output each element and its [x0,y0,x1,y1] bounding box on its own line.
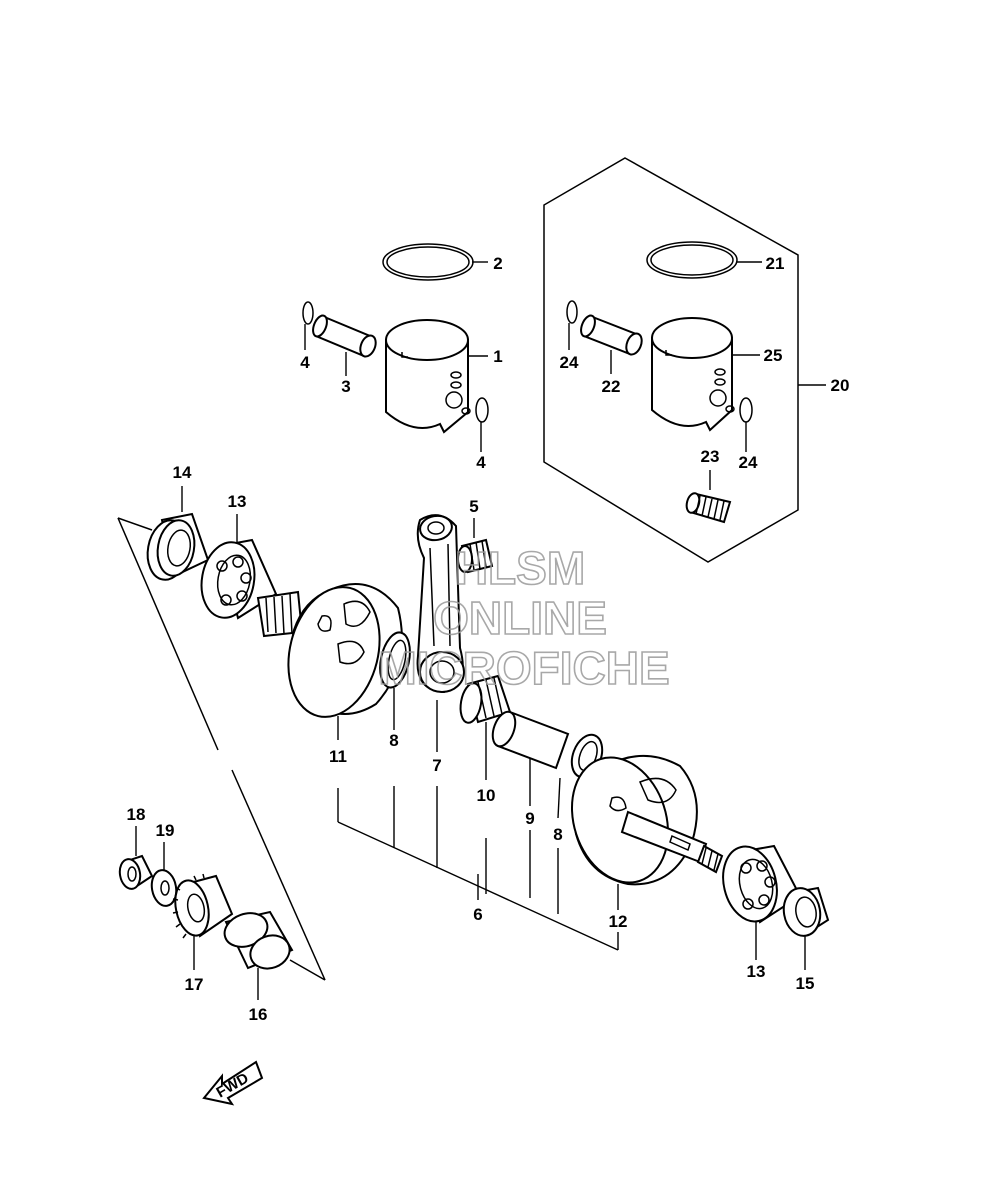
callout-12: 12 [609,912,628,931]
callout-8: 8 [553,825,562,844]
circlip [566,300,578,324]
callout-16: 16 [249,1005,268,1024]
callout-19: 19 [156,821,175,840]
callout-21: 21 [766,254,785,273]
piston-pin [312,314,377,358]
forward-direction-arrow: FWD [202,1060,264,1106]
connecting-rod [416,514,465,694]
nut [118,854,154,890]
watermark-line3: MICROFICHE [378,642,669,694]
needle-bearing [685,492,732,524]
oil-seal [782,886,830,937]
crank-half-right [570,755,724,886]
callout-3: 3 [341,377,350,396]
callout-11: 11 [329,747,347,766]
callout-13: 13 [228,492,247,511]
callout-10: 10 [477,786,496,805]
callout-22: 22 [602,377,621,396]
callout-14: 14 [173,463,192,482]
callout-25: 25 [764,346,783,365]
watermark-line1: HLSM [455,542,585,594]
callout-labels: 2 1 4 3 4 21 25 20 24 22 23 24 14 13 5 1… [127,254,850,1024]
callout-20: 20 [831,376,850,395]
ball-bearing [200,538,278,620]
piston-ring [382,243,474,281]
oil-seal [146,512,210,581]
callout-4: 4 [476,453,486,472]
watermark-line2: ONLINE [433,592,607,644]
piston [385,319,471,434]
callout-15: 15 [796,974,815,993]
crank-half-left [256,583,403,718]
callout-1: 1 [493,347,502,366]
crank-assembly-bracket [117,517,326,981]
circlip [475,397,489,423]
watermark: HLSM ONLINE MICROFICHE [378,541,671,695]
spacer [223,910,294,970]
callout-2: 2 [493,254,502,273]
callout-18: 18 [127,805,146,824]
circlip [739,397,753,423]
callout-24: 24 [560,353,579,372]
callout-23: 23 [701,447,720,466]
primary-gear [172,873,234,939]
callout-8: 8 [389,731,398,750]
callout-4: 4 [300,353,310,372]
thrust-washer [379,631,411,689]
piston [651,317,735,432]
washer [150,869,178,907]
callout-24: 24 [739,453,758,472]
callout-6: 6 [473,905,482,924]
callout-9: 9 [525,809,534,828]
piston-pin [580,314,643,356]
callout-5: 5 [469,497,478,516]
crank-pin [491,710,570,770]
circlip [302,301,314,325]
piston-kit-outline [543,157,799,563]
callout-7: 7 [432,756,441,775]
callout-17: 17 [185,975,204,994]
piston-ring [646,241,738,279]
crankshaft-assembly-bracket [337,786,619,951]
callout-13: 13 [747,962,766,981]
small-end-bearing [457,538,494,574]
